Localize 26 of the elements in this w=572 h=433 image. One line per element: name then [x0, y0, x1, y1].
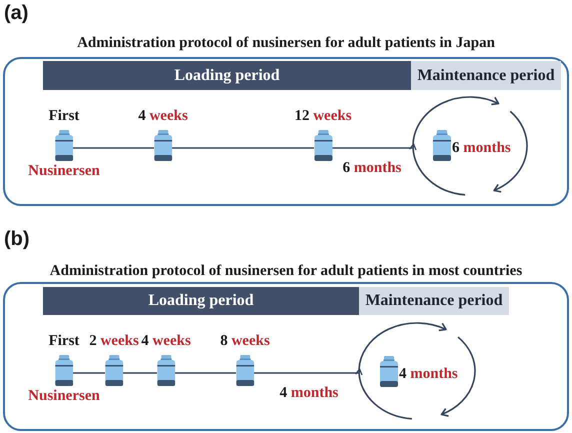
drug-name: Nusinersen	[28, 388, 100, 404]
panel-title: Administration protocol of nusinersen for adult patients in Japan	[76, 34, 496, 52]
arrow	[332, 143, 417, 151]
time-label: 8 weeks	[220, 333, 270, 349]
timeline-line	[73, 147, 154, 149]
time-label: 4 weeks	[138, 108, 188, 124]
loading-period-bar: Loading period	[43, 61, 411, 90]
interval-label: 6 months	[452, 140, 511, 156]
time-label: 12 weeks	[294, 108, 352, 124]
panel-letter: (a)	[4, 2, 28, 24]
arrow	[254, 368, 363, 376]
timeline-line	[73, 372, 105, 374]
time-label: 4 weeks	[141, 333, 191, 349]
timeline-line	[123, 372, 157, 374]
loading-period-bar: Loading period	[43, 287, 359, 315]
timeline-line	[172, 147, 314, 149]
time-label: First	[48, 333, 80, 349]
time-label: First	[48, 108, 80, 124]
drug-name: Nusinersen	[28, 163, 100, 179]
time-label: 2 weeks	[89, 333, 139, 349]
interval-label: 4 months	[399, 366, 458, 382]
panel-title: Administration protocol of nusinersen for adult patients in most countries	[48, 262, 524, 280]
maintenance-period-bar: Maintenance period	[359, 287, 509, 315]
timeline-line	[175, 372, 236, 374]
panel-letter: (b)	[4, 228, 30, 250]
maintenance-period-bar: Maintenance period	[411, 61, 561, 90]
